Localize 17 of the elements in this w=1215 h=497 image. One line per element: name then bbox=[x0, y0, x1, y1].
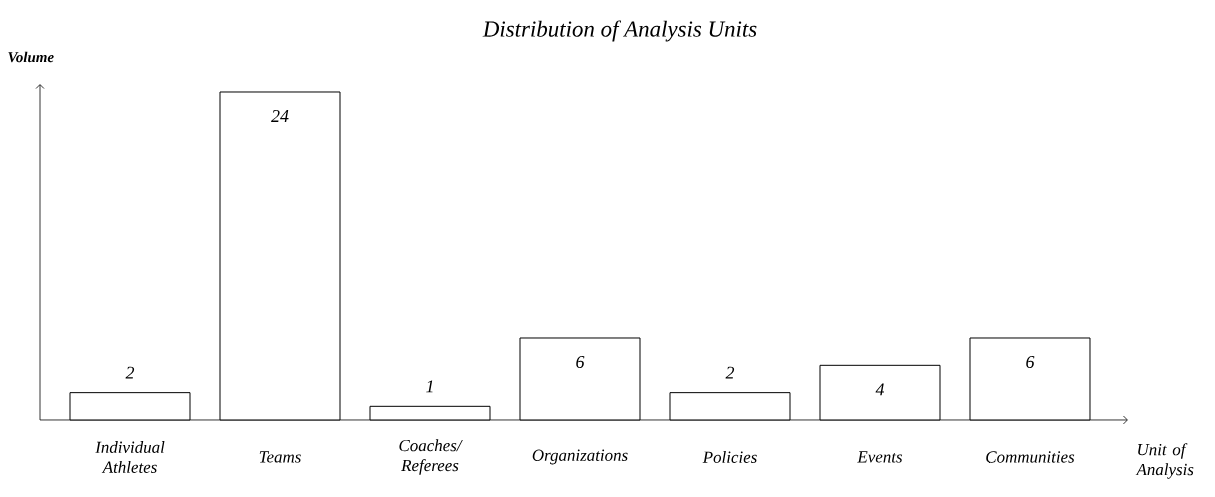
data-label: 24 bbox=[271, 110, 289, 122]
category-label: Events bbox=[857, 451, 903, 463]
category-label: Policies bbox=[702, 451, 757, 463]
category-label: Teams bbox=[259, 451, 301, 463]
category-label: Coaches/ Referees bbox=[399, 439, 463, 475]
data-label: 6 bbox=[1026, 355, 1035, 368]
data-label: 6 bbox=[576, 355, 585, 368]
category-label: Organizations bbox=[532, 449, 628, 465]
data-label: 2 bbox=[725, 366, 735, 379]
axis-title: Volume bbox=[8, 51, 54, 63]
data-label: 1 bbox=[426, 380, 433, 393]
category-label: Communities bbox=[986, 451, 1075, 463]
data-label: 4 bbox=[875, 383, 885, 396]
axis-title: Unit of Analysis bbox=[1135, 443, 1194, 479]
category-label: Individual Athletes bbox=[95, 441, 165, 473]
chart-title: Distribution of Analysis Units bbox=[482, 20, 757, 42]
data-label: 2 bbox=[125, 366, 135, 379]
